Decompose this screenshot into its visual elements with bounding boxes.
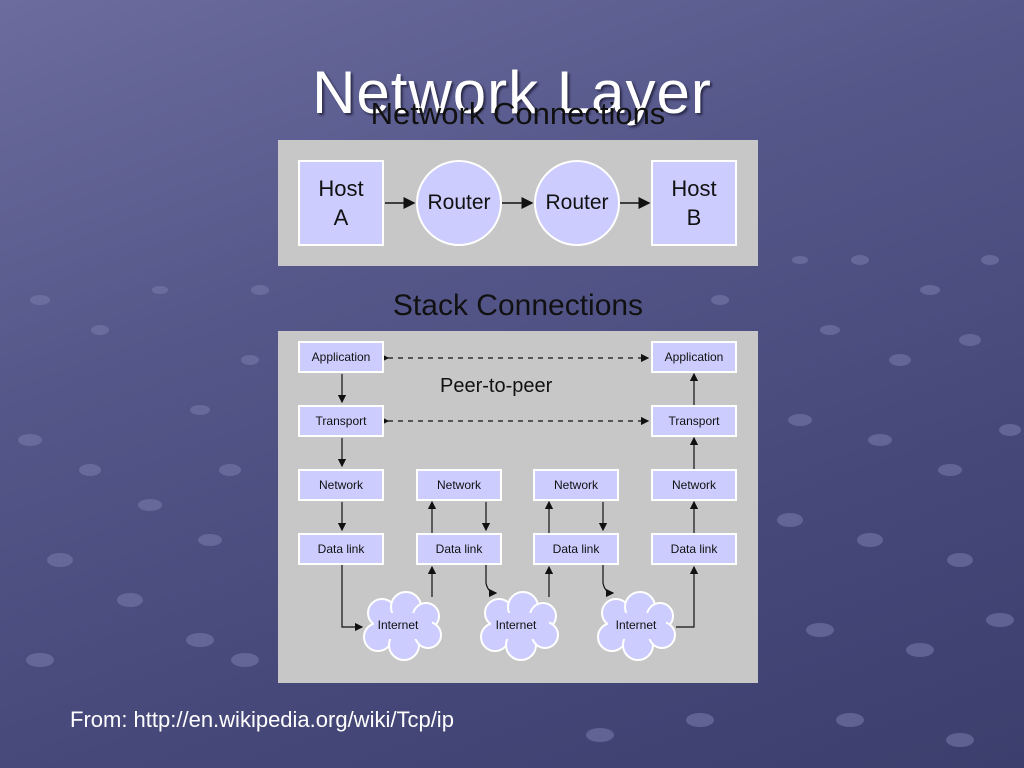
router-1-data-link: Data link (416, 533, 502, 565)
host-a-network: Network (298, 469, 384, 501)
stack-connections-heading: Stack Connections (392, 289, 644, 322)
host-a-application: Application (298, 341, 384, 373)
host-b-data-link: Data link (651, 533, 737, 565)
router-1-network: Network (416, 469, 502, 501)
stack-connections-panel: Internet Internet Internet Application T… (278, 331, 758, 683)
host-b-application: Application (651, 341, 737, 373)
network-connections-arrows (385, 197, 651, 209)
router-1-node: Router (416, 160, 502, 246)
host-a-transport: Transport (298, 405, 384, 437)
network-connections-panel: Host A Router Router Host B (278, 140, 758, 266)
internet-label-1: Internet (378, 618, 419, 632)
router-2-node: Router (534, 160, 620, 246)
source-citation: From: http://en.wikipedia.org/wiki/Tcp/i… (70, 707, 454, 732)
internet-label-2: Internet (496, 618, 537, 632)
internet-cloud-3 (597, 591, 676, 661)
internet-cloud-1 (363, 591, 442, 661)
router-2-network: Network (533, 469, 619, 501)
network-connections-heading: Network Connections (370, 96, 666, 131)
host-b-node: Host B (651, 160, 737, 246)
stack-connections-arrows: Internet Internet Internet (337, 353, 699, 661)
peer-to-peer-label: Peer-to-peer (440, 375, 553, 397)
internet-label-3: Internet (616, 618, 657, 632)
router-2-data-link: Data link (533, 533, 619, 565)
host-a-node: Host A (298, 160, 384, 246)
host-b-transport: Transport (651, 405, 737, 437)
slide-title: Network Layer (312, 59, 712, 126)
host-a-data-link: Data link (298, 533, 384, 565)
internet-cloud-2 (480, 591, 559, 661)
host-b-network: Network (651, 469, 737, 501)
